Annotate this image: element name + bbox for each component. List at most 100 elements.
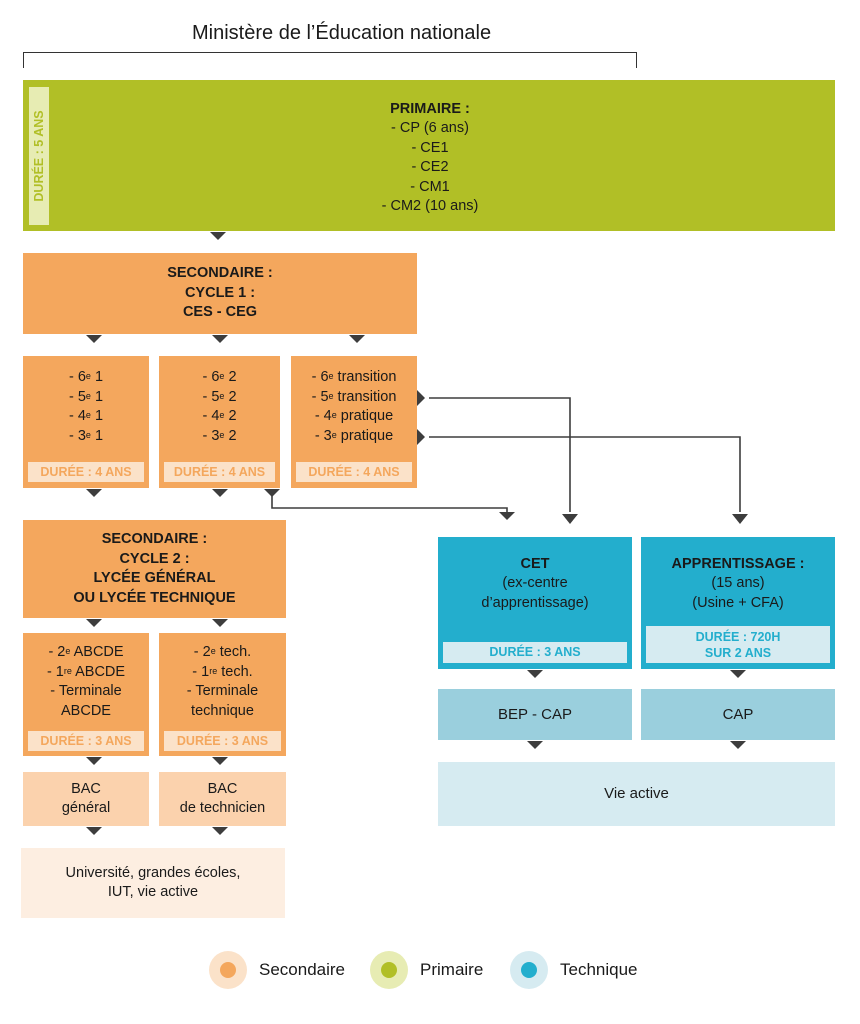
arrow-down-icon — [86, 489, 102, 497]
primaire-level: - CP (6 ans) — [391, 120, 469, 136]
track-3-levels: - 6e transition - 5e transition - 4e pra… — [291, 367, 417, 447]
arrow-down-icon — [562, 514, 578, 524]
track-level: - 6e 1 — [68, 369, 104, 385]
cycle1-line: SECONDAIRE : — [167, 265, 273, 282]
bac-general-box: BAC général — [23, 772, 149, 826]
cet-title: CET — [520, 555, 550, 572]
legend-technique: Technique — [510, 951, 638, 989]
bac-technicien-box: BAC de technicien — [159, 772, 286, 826]
track-level: - 3e 1 — [68, 427, 104, 444]
cet-block: CET (ex-centre d’apprentissage) DURÉE : … — [438, 537, 632, 669]
cycle1-track-1: - 6e 1 - 5e 1 - 4e 1 - 3e 1 DURÉE : 4 AN… — [23, 356, 149, 488]
lycee-level: - 2e tech. — [193, 644, 252, 660]
technique-dot-icon — [510, 951, 548, 989]
apprentissage-duration-line: SUR 2 ANS — [704, 646, 772, 660]
track-level: - 5e transition — [311, 388, 397, 405]
vie-active-label: Vie active — [604, 785, 669, 803]
connector-line — [429, 397, 571, 512]
vie-active-box: Vie active — [438, 762, 835, 826]
apprentissage-line: (15 ans) — [711, 575, 765, 592]
universite-line: IUT, vie active — [107, 884, 199, 900]
legend-label: Technique — [560, 960, 638, 979]
lycee-technique-duration: DURÉE : 3 ANS — [164, 731, 281, 751]
cycle2-line: CYCLE 2 : — [119, 550, 190, 567]
arrow-down-icon — [264, 489, 280, 497]
arrow-down-icon — [212, 827, 228, 835]
arrow-down-icon — [730, 741, 746, 749]
lycee-level: ABCDE — [61, 702, 111, 719]
primaire-level: - CE2 — [411, 159, 449, 175]
primaire-level: - CM2 (10 ans) — [381, 198, 479, 214]
track-level: - 6e transition — [311, 369, 397, 385]
track-3-duration: DURÉE : 4 ANS — [296, 462, 412, 482]
arrow-down-icon — [86, 827, 102, 835]
apprentissage-content: APPRENTISSAGE : (15 ans) (Usine + CFA) — [641, 549, 835, 619]
arrow-down-icon — [499, 512, 515, 520]
apprentissage-block: APPRENTISSAGE : (15 ans) (Usine + CFA) D… — [641, 537, 835, 669]
cycle1-line: CES - CEG — [182, 304, 258, 321]
track-2-levels: - 6e 2 - 5e 2 - 4e 2 - 3e 2 — [159, 367, 280, 447]
lycee-technique-levels: - 2e tech. - 1re tech. - Terminale techn… — [159, 640, 286, 724]
connector-line — [429, 436, 741, 512]
connector-line — [271, 496, 508, 512]
bac-general-line: général — [61, 800, 111, 816]
universite-line: Université, grandes écoles, — [65, 864, 241, 881]
lycee-level: - Terminale — [186, 683, 259, 699]
legend-secondaire: Secondaire — [209, 951, 345, 989]
track-level: - 4e pratique — [314, 408, 394, 424]
lycee-level: technique — [191, 702, 254, 719]
bep-cap-box: BEP - CAP — [438, 689, 632, 740]
cycle2-line: LYCÉE GÉNÉRAL — [93, 570, 216, 586]
lycee-level: - 2e ABCDE — [48, 644, 124, 660]
track-level: - 3e 2 — [202, 427, 237, 444]
primaire-duration-badge: DURÉE : 5 ANS — [29, 87, 49, 225]
apprentissage-duration: DURÉE : 720H SUR 2 ANS — [646, 626, 830, 663]
track-level: - 5e 1 — [68, 388, 104, 405]
universite-box: Université, grandes écoles, IUT, vie act… — [21, 848, 285, 918]
legend-primaire: Primaire — [370, 951, 483, 989]
arrow-down-icon — [86, 335, 102, 343]
cap-box: CAP — [641, 689, 835, 740]
primaire-level: - CM1 — [410, 178, 450, 195]
lycee-general-duration: DURÉE : 3 ANS — [28, 731, 144, 751]
cycle1-track-3: - 6e transition - 5e transition - 4e pra… — [291, 356, 417, 488]
arrow-right-icon — [417, 390, 425, 406]
arrow-down-icon — [86, 757, 102, 765]
apprentissage-title: APPRENTISSAGE : — [671, 555, 805, 572]
arrow-down-icon — [210, 232, 226, 240]
cet-content: CET (ex-centre d’apprentissage) — [438, 549, 632, 619]
track-level: - 6e 2 — [202, 369, 237, 385]
arrow-down-icon — [212, 335, 228, 343]
legend-label: Secondaire — [259, 960, 346, 979]
arrow-down-icon — [527, 741, 543, 749]
track-1-duration: DURÉE : 4 ANS — [28, 462, 144, 482]
lycee-level: - 1re ABCDE — [46, 663, 126, 680]
cycle1-track-2: - 6e 2 - 5e 2 - 4e 2 - 3e 2 DURÉE : 4 AN… — [159, 356, 280, 488]
bac-technicien-line: de technicien — [179, 800, 266, 816]
lycee-general-block: - 2e ABCDE - 1re ABCDE - Terminale ABCDE… — [23, 633, 149, 756]
track-1-levels: - 6e 1 - 5e 1 - 4e 1 - 3e 1 — [23, 367, 149, 447]
primaire-block — [23, 80, 835, 231]
secondaire-dot-icon — [209, 951, 247, 989]
cycle2-line: SECONDAIRE : — [101, 531, 208, 547]
apprentissage-line: (Usine + CFA) — [692, 594, 784, 611]
cet-duration: DURÉE : 3 ANS — [443, 642, 627, 663]
track-level: - 3e pratique — [314, 427, 394, 444]
arrow-down-icon — [527, 670, 543, 678]
track-level: - 4e 1 — [68, 408, 104, 424]
arrow-down-icon — [86, 619, 102, 627]
primaire-dot-icon — [370, 951, 408, 989]
track-level: - 4e 2 — [202, 408, 237, 424]
ministry-bracket — [23, 52, 637, 68]
lycee-general-levels: - 2e ABCDE - 1re ABCDE - Terminale ABCDE — [23, 640, 149, 724]
primaire-title: PRIMAIRE : — [390, 100, 470, 117]
cet-line: (ex-centre — [502, 575, 568, 592]
arrow-down-icon — [349, 335, 365, 343]
bep-cap-label: BEP - CAP — [498, 705, 572, 723]
cet-line: d’apprentissage) — [481, 594, 589, 611]
ministry-title: Ministère de l’Éducation nationale — [192, 22, 492, 44]
bac-technicien-line: BAC — [207, 780, 238, 797]
primaire-level: - CE1 — [411, 139, 449, 156]
arrow-down-icon — [212, 619, 228, 627]
